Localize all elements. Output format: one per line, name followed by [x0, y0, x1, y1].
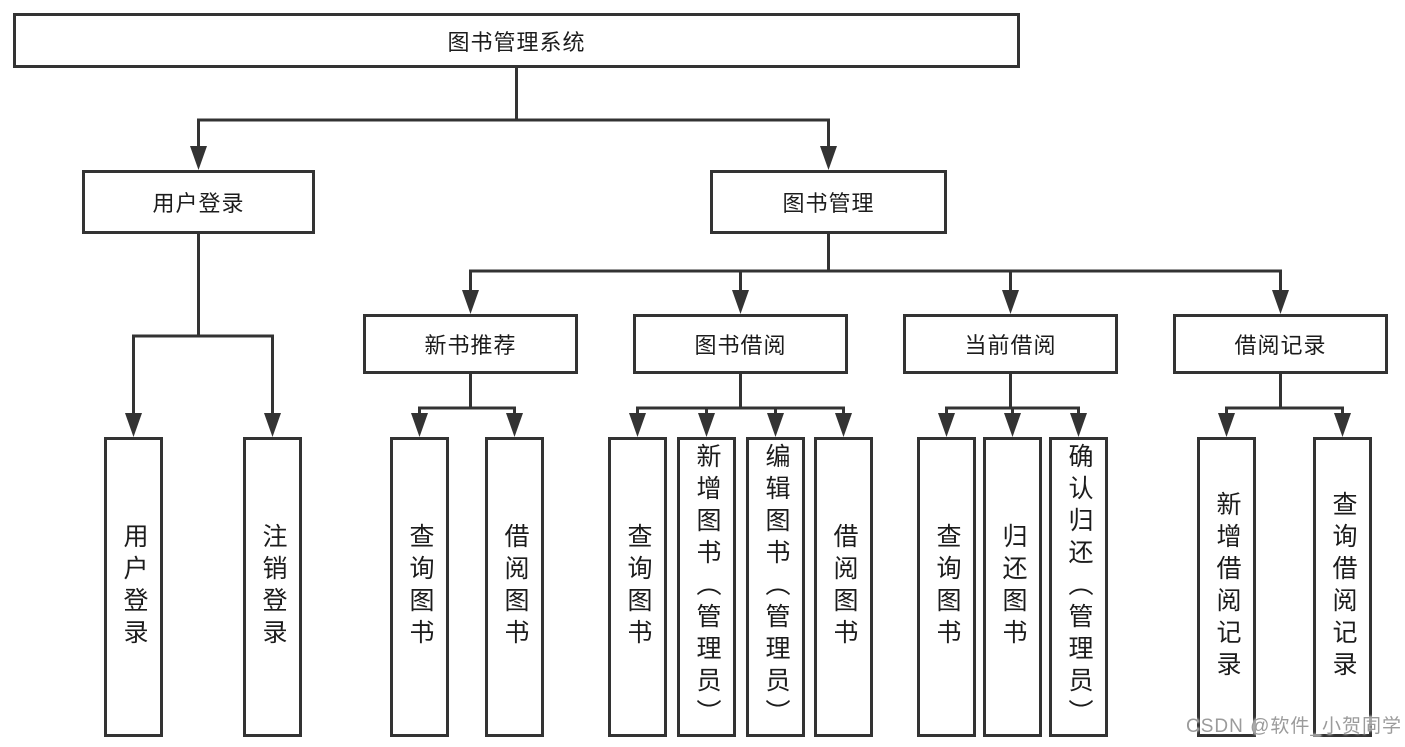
node-root: 图书管理系统 [13, 13, 1020, 68]
leaf-label: 借阅图书 [501, 523, 529, 651]
leaf-bb-add-books-admin: 新增图书（管理员） [677, 437, 736, 737]
leaf-label: 归还图书 [999, 523, 1027, 651]
leaf-br-query-borrow-record: 查询借阅记录 [1313, 437, 1372, 737]
leaf-label: 用户登录 [120, 523, 148, 651]
node-borrow-records: 借阅记录 [1173, 314, 1388, 374]
leaf-br-add-borrow-record: 新增借阅记录 [1197, 437, 1256, 737]
leaf-logout: 注销登录 [243, 437, 302, 737]
leaf-label: 查询图书 [624, 523, 652, 651]
leaf-user-login: 用户登录 [104, 437, 163, 737]
leaf-bb-edit-books-admin: 编辑图书（管理员） [746, 437, 805, 737]
leaf-cb-return-books: 归还图书 [983, 437, 1042, 737]
leaf-label: 新增图书（管理员） [693, 443, 721, 731]
leaf-bb-borrow-books: 借阅图书 [814, 437, 873, 737]
csdn-watermark: CSDN @软件_小贺同学 [1186, 716, 1402, 737]
node-book-management: 图书管理 [710, 170, 947, 234]
leaf-cb-confirm-return-admin: 确认归还（管理员） [1049, 437, 1108, 737]
leaf-bb-query-books: 查询图书 [608, 437, 667, 737]
leaf-label: 查询图书 [933, 523, 961, 651]
leaf-nb-query-books: 查询图书 [390, 437, 449, 737]
node-book-borrow: 图书借阅 [633, 314, 848, 374]
leaf-label: 新增借阅记录 [1213, 491, 1241, 683]
leaf-label: 借阅图书 [830, 523, 858, 651]
leaf-label: 查询借阅记录 [1329, 491, 1357, 683]
leaf-label: 查询图书 [406, 523, 434, 651]
leaf-cb-query-books: 查询图书 [917, 437, 976, 737]
leaf-label: 编辑图书（管理员） [762, 443, 790, 731]
leaf-label: 注销登录 [259, 523, 287, 651]
node-user-login: 用户登录 [82, 170, 315, 234]
leaf-nb-borrow-books: 借阅图书 [485, 437, 544, 737]
leaf-label: 确认归还（管理员） [1065, 443, 1093, 731]
node-new-book-recommend: 新书推荐 [363, 314, 578, 374]
node-current-borrow: 当前借阅 [903, 314, 1118, 374]
